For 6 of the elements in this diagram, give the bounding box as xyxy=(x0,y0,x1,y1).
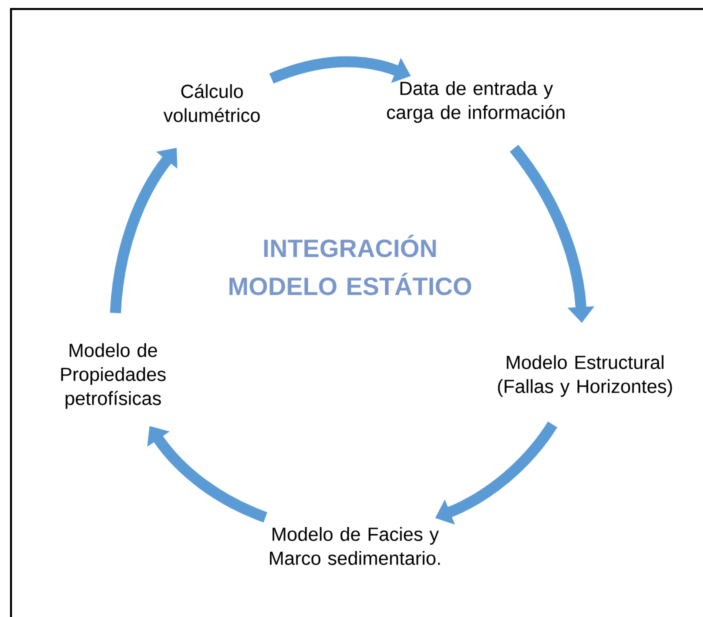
step-label: Modelo de Propiedades petrofísicas xyxy=(61,343,166,409)
center-title: INTEGRACIÓN MODELO ESTÁTICO xyxy=(229,234,472,296)
step-label: Modelo de Facies y Marco sedimentario. xyxy=(270,527,440,565)
step-label: Cálculo volumétrico xyxy=(164,84,260,122)
step-label: Data de entrada y carga de información xyxy=(387,81,564,123)
step-label: Modelo Estructural (Fallas y Horizontes) xyxy=(498,355,672,397)
